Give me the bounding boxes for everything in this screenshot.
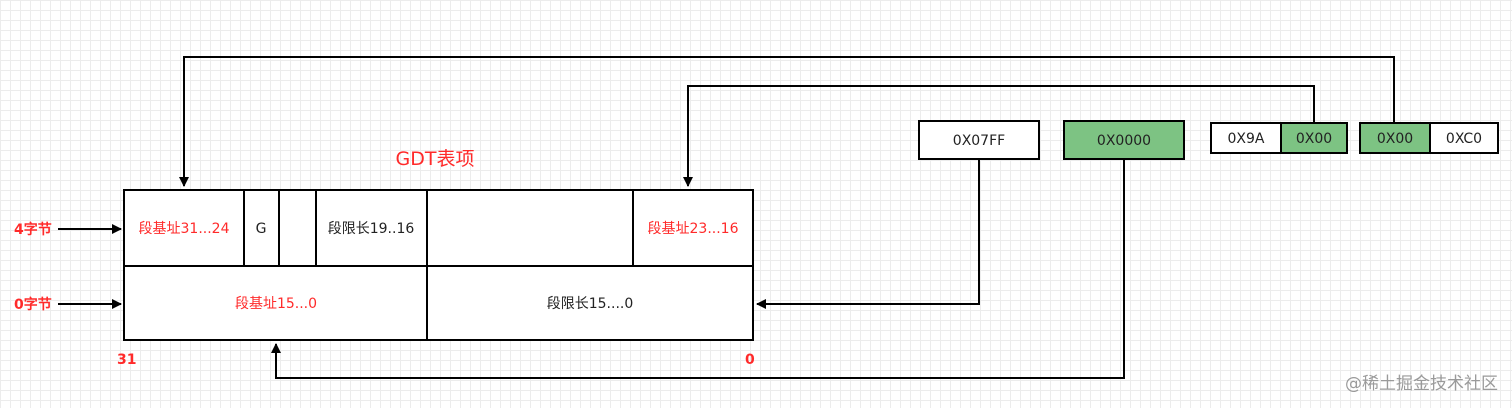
- bit-label-31: 31: [117, 352, 136, 368]
- value-limit: 0X07FF: [953, 133, 1005, 149]
- cell-base-31-24: 段基址31...24: [139, 220, 230, 237]
- value-box-flags: [1429, 122, 1499, 154]
- cell-limit-15-0: 段限长15....0: [547, 296, 634, 312]
- diagram-title: GDT表项: [396, 148, 475, 170]
- bit-label-0: 0: [745, 352, 755, 368]
- watermark: @稀土掘金技术社区: [1345, 374, 1498, 394]
- cell-limit-19-16: 段限长19..16: [328, 221, 415, 237]
- connector-base-mid: [683, 85, 1315, 187]
- value-base-low: 0X0000: [1097, 133, 1151, 149]
- connector-limit: [756, 159, 980, 309]
- value-access: 0X9A: [1228, 131, 1265, 147]
- cell-base-15-0: 段基址15...0: [235, 295, 317, 312]
- row-label-4-bytes: 4字节: [14, 221, 52, 238]
- row-label-0-bytes: 0字节: [14, 296, 52, 313]
- value-box-base-low: [1063, 120, 1185, 160]
- cell-base-23-16: 段基址23...16: [648, 220, 739, 237]
- connector-base-low: [271, 159, 1125, 379]
- cell-g-flag: G: [256, 221, 267, 237]
- value-base-mid: 0X00: [1296, 131, 1332, 147]
- connector-base-high: [179, 56, 1395, 187]
- gdt-entry-table: 段基址31...24 G 段限长19..16 段基址23...16 段基址15.…: [123, 189, 754, 341]
- value-flags: 0XC0: [1446, 131, 1482, 147]
- value-box-base-mid: [1280, 122, 1348, 154]
- value-base-high: 0X00: [1377, 131, 1413, 147]
